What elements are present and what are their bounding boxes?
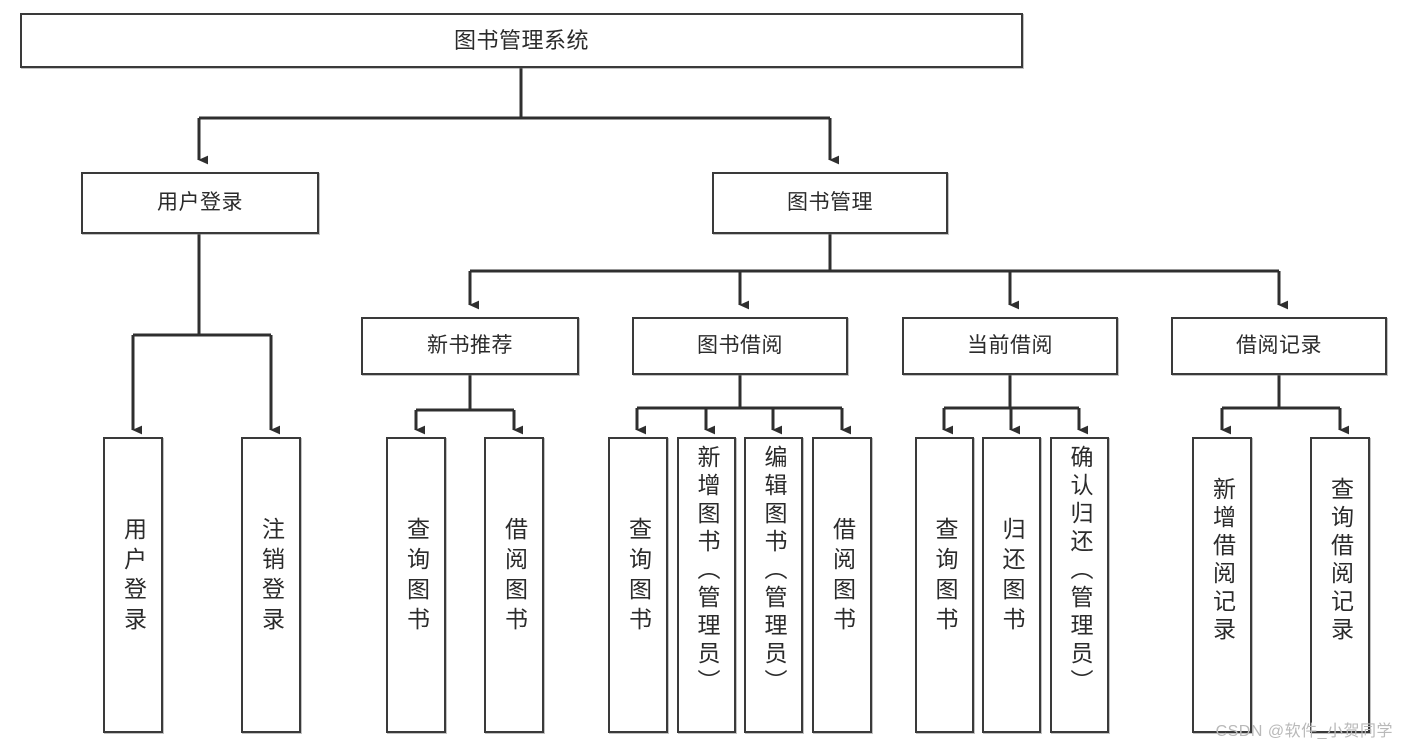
node-root-label: 图书管理系统 <box>453 27 589 53</box>
node-book-manage[interactable]: 图书管理 <box>712 172 948 234</box>
node-book-manage-label: 图书管理 <box>787 190 873 214</box>
node-leaf-query-borrow-record-label: 查询借阅记录 <box>1327 477 1354 645</box>
node-leaf-query-book-2-label: 查询图书 <box>625 517 652 637</box>
node-leaf-edit-book-admin-label: 编辑图书（管理员） <box>761 445 787 697</box>
node-leaf-logout[interactable]: 注销登录 <box>241 437 301 733</box>
node-leaf-logout-label: 注销登录 <box>258 517 285 637</box>
node-leaf-add-book-admin-label: 新增图书（管理员） <box>694 445 720 697</box>
node-user-login[interactable]: 用户登录 <box>81 172 319 234</box>
node-leaf-edit-book-admin[interactable]: 编辑图书（管理员） <box>744 437 803 733</box>
node-leaf-confirm-return-admin-label: 确认归还（管理员） <box>1067 445 1093 697</box>
node-root[interactable]: 图书管理系统 <box>20 13 1023 68</box>
node-new-book-recommend[interactable]: 新书推荐 <box>361 317 579 375</box>
node-leaf-user-login-label: 用户登录 <box>120 517 147 637</box>
node-leaf-query-book-3-label: 查询图书 <box>932 517 958 637</box>
node-leaf-borrow-book-1[interactable]: 借阅图书 <box>484 437 544 733</box>
node-current-borrow[interactable]: 当前借阅 <box>902 317 1118 375</box>
node-user-login-label: 用户登录 <box>157 190 243 214</box>
node-leaf-user-login[interactable]: 用户登录 <box>103 437 163 733</box>
node-current-borrow-label: 当前借阅 <box>967 333 1053 357</box>
node-leaf-confirm-return-admin[interactable]: 确认归还（管理员） <box>1050 437 1109 733</box>
node-leaf-add-book-admin[interactable]: 新增图书（管理员） <box>677 437 736 733</box>
node-leaf-query-book-1[interactable]: 查询图书 <box>386 437 446 733</box>
node-leaf-return-book-label: 归还图书 <box>999 517 1025 637</box>
node-leaf-query-book-3[interactable]: 查询图书 <box>915 437 974 733</box>
node-leaf-borrow-book-1-label: 借阅图书 <box>501 517 528 637</box>
csdn-watermark: CSDN @软件_小贺同学 <box>1215 723 1393 740</box>
node-leaf-return-book[interactable]: 归还图书 <box>982 437 1041 733</box>
node-book-borrow[interactable]: 图书借阅 <box>632 317 848 375</box>
node-book-borrow-label: 图书借阅 <box>697 333 783 357</box>
node-leaf-query-borrow-record[interactable]: 查询借阅记录 <box>1310 437 1370 733</box>
node-leaf-borrow-book-2-label: 借阅图书 <box>829 517 856 637</box>
node-leaf-query-book-1-label: 查询图书 <box>403 517 430 637</box>
node-leaf-query-book-2[interactable]: 查询图书 <box>608 437 668 733</box>
node-leaf-add-borrow-record[interactable]: 新增借阅记录 <box>1192 437 1252 733</box>
node-leaf-add-borrow-record-label: 新增借阅记录 <box>1209 477 1236 645</box>
node-borrow-record-label: 借阅记录 <box>1236 333 1322 357</box>
node-borrow-record[interactable]: 借阅记录 <box>1171 317 1387 375</box>
node-leaf-borrow-book-2[interactable]: 借阅图书 <box>812 437 872 733</box>
node-new-book-recommend-label: 新书推荐 <box>427 333 513 357</box>
